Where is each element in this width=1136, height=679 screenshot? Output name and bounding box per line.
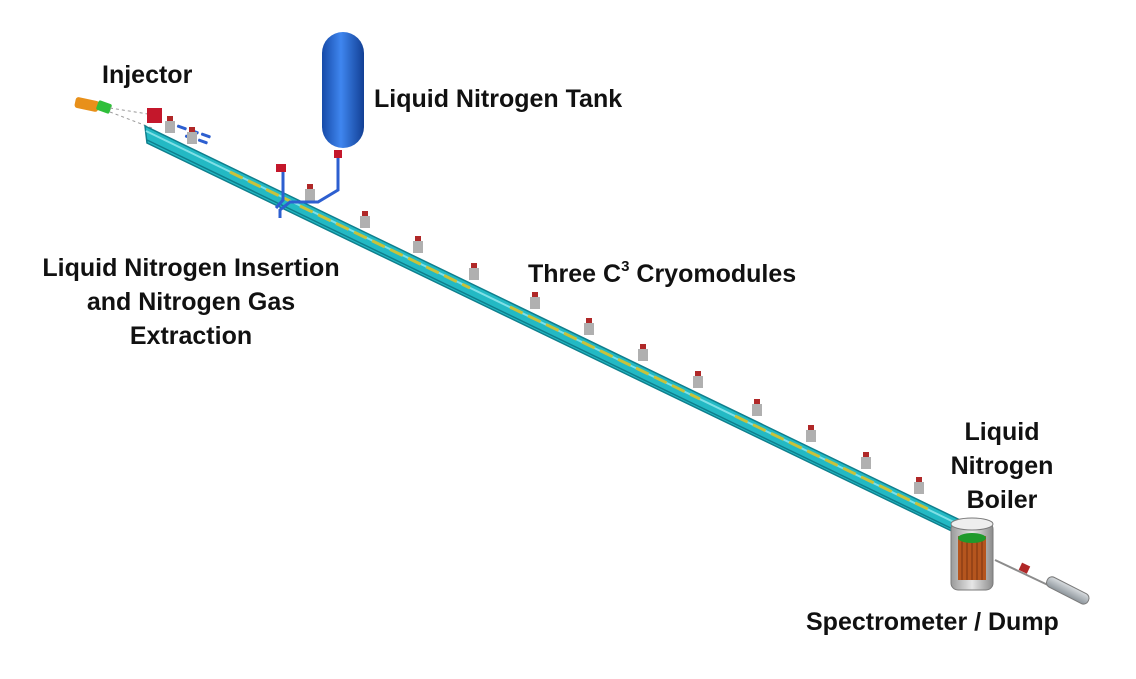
beamline-shadow	[146, 139, 962, 534]
port	[752, 399, 762, 416]
port	[584, 318, 594, 335]
spectrometer-magnet	[1018, 562, 1031, 574]
port	[360, 211, 370, 228]
port	[165, 116, 175, 133]
insertion-label-line-3: Extraction	[129, 322, 253, 350]
boiler-coil-lines	[961, 536, 983, 580]
injector-dashed-line-1	[109, 107, 149, 115]
dump-beampipe	[994, 559, 1051, 587]
port	[530, 292, 540, 309]
port	[187, 127, 197, 144]
tank-feed-pipe	[278, 158, 340, 218]
nitrogen-insertion-extraction-label: Liquid Nitrogen Insertion and Nitrogen G…	[18, 251, 364, 353]
insertion-valve	[276, 164, 286, 172]
cryomodules-label-superscript: 3	[621, 257, 630, 275]
tank-valve	[334, 150, 342, 158]
dump-cylinder	[1046, 576, 1090, 605]
injector-magnet	[147, 108, 162, 123]
boiler-top	[950, 517, 994, 531]
insertion-label-line-2: and Nitrogen Gas	[86, 288, 296, 316]
cavity-segments	[229, 170, 931, 512]
liquid-nitrogen-boiler	[950, 517, 994, 591]
cryomodules-label-prefix: Three C	[528, 260, 622, 288]
port	[861, 452, 871, 469]
liquid-nitrogen-boiler-label: Liquid Nitrogen Boiler	[935, 415, 1069, 517]
port	[693, 371, 703, 388]
liquid-nitrogen-tank-label: Liquid Nitrogen Tank	[374, 85, 623, 113]
port	[914, 477, 924, 494]
boiler-label-line-1: Liquid	[964, 418, 1040, 446]
injector-label: Injector	[102, 61, 193, 89]
injector-gun	[74, 97, 100, 112]
spectrometer-dump-label: Spectrometer / Dump	[806, 608, 1059, 636]
insertion-pipe	[274, 170, 285, 209]
boiler-label-line-2: Nitrogen	[950, 452, 1054, 480]
port	[413, 236, 423, 253]
spectrometer-dump	[994, 559, 1090, 605]
port	[806, 425, 816, 442]
boiler-liquid-surface	[958, 533, 986, 543]
boiler-label-line-3: Boiler	[966, 486, 1038, 514]
port	[638, 344, 648, 361]
injector-buncher	[96, 100, 112, 114]
port	[469, 263, 479, 280]
tank-body	[322, 32, 364, 148]
liquid-nitrogen-tank	[274, 32, 364, 218]
cryomodules-label: Three C3 Cryomodules	[528, 257, 796, 291]
cryomodule-ports	[165, 116, 924, 494]
cryomodules-label-suffix: Cryomodules	[629, 260, 797, 288]
insertion-label-line-1: Liquid Nitrogen Insertion	[42, 254, 340, 282]
port	[305, 184, 315, 201]
